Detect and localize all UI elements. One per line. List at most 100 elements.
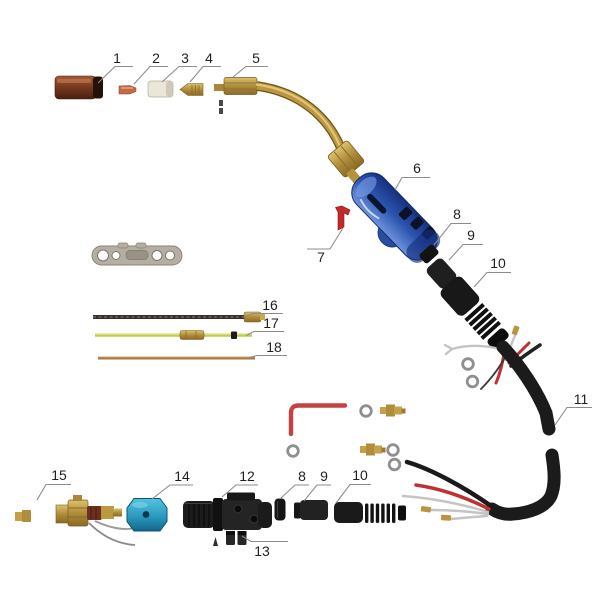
part-label-14: 14 xyxy=(151,468,193,500)
part-number: 8 xyxy=(298,468,306,484)
part-gooseneck xyxy=(214,77,365,186)
part-number: 13 xyxy=(254,543,270,559)
retaining-spring xyxy=(219,100,223,114)
part-handle xyxy=(351,172,441,263)
leader-line xyxy=(245,330,284,336)
part-nozzle xyxy=(54,75,103,100)
o-ring xyxy=(387,457,402,472)
part-number: 16 xyxy=(262,297,278,313)
part-cable-lower xyxy=(485,448,561,521)
part-label-10-upper: 10 xyxy=(473,255,511,288)
part-contact-tip xyxy=(118,85,137,95)
brass-nipple xyxy=(380,404,406,417)
spanner-bracket-tool xyxy=(91,242,183,266)
leader-line xyxy=(433,222,471,246)
part-label-7: 7 xyxy=(307,227,344,265)
part-number: 9 xyxy=(467,227,475,243)
part-labels: 1 2 3 4 5 6 7 8 xyxy=(36,50,592,559)
part-label-2: 2 xyxy=(133,50,168,85)
part-number: 9 xyxy=(320,468,328,484)
gooseneck-nut xyxy=(327,140,365,178)
part-number: 18 xyxy=(266,339,282,355)
part-number: 1 xyxy=(113,50,121,66)
part-label-9-upper: 9 xyxy=(448,227,483,261)
part-strain-relief-upper xyxy=(440,276,509,349)
part-label-18: 18 xyxy=(247,339,287,359)
leader-line xyxy=(36,483,71,501)
part-number: 17 xyxy=(263,315,279,331)
part-number: 5 xyxy=(252,50,260,66)
part-label-3: 3 xyxy=(161,50,197,83)
part-connector-body xyxy=(183,492,272,531)
part-insulating-sleeve xyxy=(126,498,168,532)
part-ring-nut-lower xyxy=(274,498,286,521)
part-number: 12 xyxy=(239,468,255,484)
lower-cable-wires xyxy=(401,459,494,521)
leader-line xyxy=(232,65,268,78)
handle-assembly xyxy=(335,172,509,349)
part-number: 10 xyxy=(352,467,368,483)
leader-line xyxy=(335,483,371,504)
part-liner-teflon xyxy=(95,330,252,340)
rear-connector-parts xyxy=(15,492,406,546)
part-label-6: 6 xyxy=(394,160,430,191)
leader-line xyxy=(241,535,288,543)
part-support-cone-lower xyxy=(294,500,328,520)
leader-line xyxy=(448,243,483,261)
part-number: 7 xyxy=(317,249,325,265)
leader-line xyxy=(473,271,511,288)
part-number: 2 xyxy=(152,50,160,66)
part-trigger xyxy=(335,205,351,231)
part-gas-diffuser xyxy=(179,83,204,96)
o-ring xyxy=(386,443,400,457)
part-number: 3 xyxy=(181,50,189,66)
part-support-cone-upper xyxy=(426,258,457,289)
leader-line xyxy=(244,312,283,318)
part-ring-nut-upper xyxy=(419,244,439,264)
part-label-17: 17 xyxy=(245,315,284,336)
gas-hose-red xyxy=(288,403,348,437)
liners xyxy=(93,311,265,360)
leader-line xyxy=(247,354,287,359)
part-label-15: 15 xyxy=(36,467,71,501)
part-label-12: 12 xyxy=(221,468,258,498)
part-label-1: 1 xyxy=(97,50,133,84)
part-strain-relief-lower xyxy=(334,502,406,523)
part-label-8-upper: 8 xyxy=(433,206,471,246)
leader-line xyxy=(279,484,309,500)
part-liner-steel xyxy=(93,311,265,323)
leader-line xyxy=(151,484,193,500)
part-number: 15 xyxy=(51,467,67,483)
leader-line xyxy=(307,227,344,250)
part-number: 8 xyxy=(453,206,461,222)
part-set-screws xyxy=(213,531,247,546)
leader-line xyxy=(189,65,221,83)
leader-line xyxy=(161,65,197,83)
part-number: 4 xyxy=(205,50,213,66)
leader-line xyxy=(97,65,133,84)
loose-fittings xyxy=(286,403,406,458)
leader-line xyxy=(221,484,258,498)
part-insulator xyxy=(147,80,174,98)
part-number: 10 xyxy=(490,255,506,271)
leader-line xyxy=(303,484,331,502)
brass-nipple xyxy=(360,443,386,456)
part-number: 11 xyxy=(574,391,589,407)
part-label-4: 4 xyxy=(189,50,221,83)
part-label-9-lower: 9 xyxy=(303,468,331,502)
part-label-5: 5 xyxy=(232,50,268,78)
part-label-8-lower: 8 xyxy=(279,468,309,500)
part-label-16: 16 xyxy=(244,297,283,318)
front-end-parts xyxy=(54,75,365,186)
leader-line xyxy=(394,176,430,191)
o-ring xyxy=(461,357,475,371)
o-ring xyxy=(359,404,373,418)
part-number: 14 xyxy=(174,468,190,484)
leader-line xyxy=(133,65,168,85)
part-label-10-lower: 10 xyxy=(335,467,371,504)
part-number: 6 xyxy=(413,160,421,176)
part-label-11: 11 xyxy=(554,391,592,426)
part-liner-bronze xyxy=(98,356,255,360)
